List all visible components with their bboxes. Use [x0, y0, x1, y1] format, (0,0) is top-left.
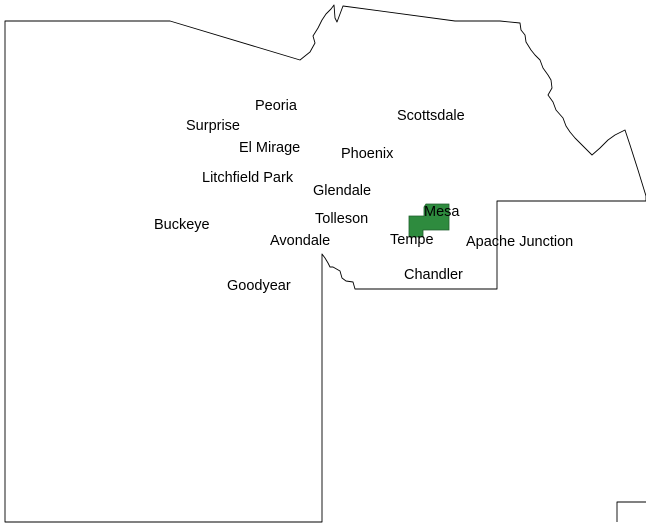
- city-label-tolleson: Tolleson: [315, 211, 368, 227]
- city-label-el-mirage: El Mirage: [239, 140, 300, 156]
- city-label-chandler: Chandler: [404, 267, 463, 283]
- city-label-litchfield-park: Litchfield Park: [202, 170, 294, 186]
- county-boundary-southeast-corner: [616, 501, 646, 522]
- city-label-mesa: Mesa: [424, 204, 460, 220]
- city-label-apache-junction: Apache Junction: [466, 234, 573, 250]
- city-label-surprise: Surprise: [186, 118, 240, 134]
- city-label-avondale: Avondale: [270, 233, 330, 249]
- county-boundary-west: [4, 4, 646, 523]
- city-label-glendale: Glendale: [313, 183, 371, 199]
- city-label-scottsdale: Scottsdale: [397, 108, 465, 124]
- city-label-phoenix: Phoenix: [341, 146, 394, 162]
- city-label-peoria: Peoria: [255, 98, 298, 114]
- city-label-buckeye: Buckeye: [154, 217, 210, 233]
- city-label-tempe: Tempe: [390, 232, 434, 248]
- highlighted-area-shape: [408, 203, 450, 238]
- city-label-goodyear: Goodyear: [227, 278, 291, 294]
